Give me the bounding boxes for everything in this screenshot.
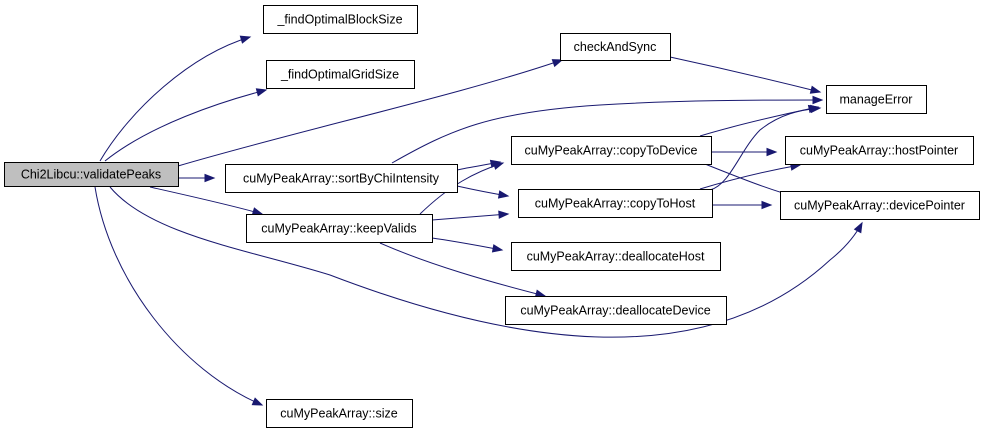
edge-validatePeaks-to-findOptimalGridSize <box>104 88 268 162</box>
edge-validatePeaks-to-size <box>94 186 264 406</box>
nodes-layer: Chi2Libcu::validatePeaks _findOptimalBloc… <box>4 5 980 428</box>
edge-line <box>431 237 503 251</box>
arrowhead-icon <box>812 95 824 105</box>
node-keepValids[interactable]: cuMyPeakArray::keepValids <box>246 214 433 243</box>
edge-line <box>94 186 263 406</box>
edge-sortByChiIntensity-to-manageError <box>391 95 824 164</box>
edges-layer <box>94 35 863 406</box>
edge-sortByChiIntensity-to-copyToDevice <box>456 159 502 171</box>
arrowhead-icon <box>255 88 268 97</box>
node-box[interactable] <box>225 164 458 193</box>
node-findOptimalGridSize[interactable]: _findOptimalGridSize <box>266 60 415 89</box>
edge-keepValids-to-copyToDevice <box>419 161 505 215</box>
node-label: _findOptimalGridSize <box>280 68 399 82</box>
arrowhead-icon <box>810 104 822 114</box>
node-checkAndSync[interactable]: checkAndSync <box>560 33 671 61</box>
node-label: cuMyPeakArray::copyToDevice <box>525 144 698 158</box>
edge-line <box>99 36 251 162</box>
edge-line <box>669 56 821 93</box>
node-label: checkAndSync <box>574 40 657 54</box>
node-hostPointer[interactable]: cuMyPeakArray::hostPointer <box>785 136 974 165</box>
node-label: cuMyPeakArray::sortByChiIntensity <box>243 172 440 186</box>
node-validatePeaks[interactable]: Chi2Libcu::validatePeaks <box>4 162 179 187</box>
edge-validatePeaks-to-sortByChiIntensity <box>178 173 216 183</box>
edge-validatePeaks-to-checkAndSync <box>177 59 564 167</box>
node-box[interactable] <box>826 85 927 114</box>
node-box[interactable] <box>511 242 721 271</box>
arrowhead-icon <box>761 200 773 210</box>
edge-line <box>177 59 563 167</box>
node-label: cuMyPeakArray::copyToHost <box>535 197 696 211</box>
node-box[interactable] <box>780 191 980 220</box>
arrowhead-icon <box>853 221 863 234</box>
node-box[interactable] <box>246 214 433 243</box>
arrowhead-icon <box>251 207 264 216</box>
node-findOptimalBlockSize[interactable]: _findOptimalBlockSize <box>263 5 418 34</box>
node-manageError[interactable]: manageError <box>826 85 927 114</box>
edge-validatePeaks-to-findOptimalBlockSize <box>99 35 252 162</box>
node-label: cuMyPeakArray::size <box>280 407 397 421</box>
edge-line <box>104 89 267 162</box>
edge-copyToHost-to-hostPointer <box>699 162 802 190</box>
edge-keepValids-to-copyToHost <box>431 210 510 221</box>
node-sortByChiIntensity[interactable]: cuMyPeakArray::sortByChiIntensity <box>225 164 458 193</box>
node-label: _findOptimalBlockSize <box>276 13 402 27</box>
arrowhead-icon <box>551 59 564 68</box>
edge-copyToHost-to-devicePointer <box>712 200 773 210</box>
node-box[interactable] <box>511 136 712 165</box>
node-devicePointer[interactable]: cuMyPeakArray::devicePointer <box>780 191 980 220</box>
arrowhead-icon <box>491 244 504 253</box>
node-box[interactable] <box>266 399 413 428</box>
node-label: cuMyPeakArray::devicePointer <box>794 199 965 213</box>
arrowhead-icon <box>492 161 505 170</box>
edge-line <box>379 242 546 297</box>
arrowhead-icon <box>204 173 216 183</box>
node-label: manageError <box>840 93 913 107</box>
node-deallocateDevice[interactable]: cuMyPeakArray::deallocateDevice <box>505 296 727 325</box>
edge-sortByChiIntensity-to-copyToHost <box>456 185 510 199</box>
edge-line <box>109 186 863 338</box>
edge-copyToHost-to-manageError <box>709 104 822 191</box>
node-size[interactable]: cuMyPeakArray::size <box>266 399 413 428</box>
edge-line <box>431 213 509 221</box>
edge-line <box>149 186 263 215</box>
edge-line <box>709 107 821 191</box>
node-copyToDevice[interactable]: cuMyPeakArray::copyToDevice <box>511 136 712 165</box>
node-label: cuMyPeakArray::hostPointer <box>800 144 958 158</box>
node-deallocateHost[interactable]: cuMyPeakArray::deallocateHost <box>511 242 721 271</box>
edge-checkAndSync-to-manageError <box>669 56 822 94</box>
edge-line <box>699 164 801 190</box>
node-box[interactable] <box>4 162 179 187</box>
arrowhead-icon <box>251 397 264 406</box>
arrowhead-icon <box>239 35 252 44</box>
node-box[interactable] <box>505 296 727 325</box>
arrowhead-icon <box>498 210 510 219</box>
node-label: cuMyPeakArray::deallocateHost <box>527 250 705 264</box>
node-box[interactable] <box>266 60 415 89</box>
node-box[interactable] <box>518 189 713 218</box>
node-label: cuMyPeakArray::deallocateDevice <box>520 304 710 318</box>
arrowhead-icon <box>809 85 822 94</box>
edge-validatePeaks-to-devicePointer <box>109 186 863 338</box>
node-copyToHost[interactable]: cuMyPeakArray::copyToHost <box>518 189 713 218</box>
edge-keepValids-to-deallocateHost <box>431 237 504 253</box>
arrowhead-icon <box>497 190 510 199</box>
node-box[interactable] <box>785 136 974 165</box>
edge-line <box>391 99 823 164</box>
node-label: cuMyPeakArray::keepValids <box>261 222 416 236</box>
node-box[interactable] <box>263 5 418 34</box>
arrowhead-icon <box>766 147 778 157</box>
node-label: Chi2Libcu::validatePeaks <box>21 168 161 182</box>
node-box[interactable] <box>560 33 671 61</box>
